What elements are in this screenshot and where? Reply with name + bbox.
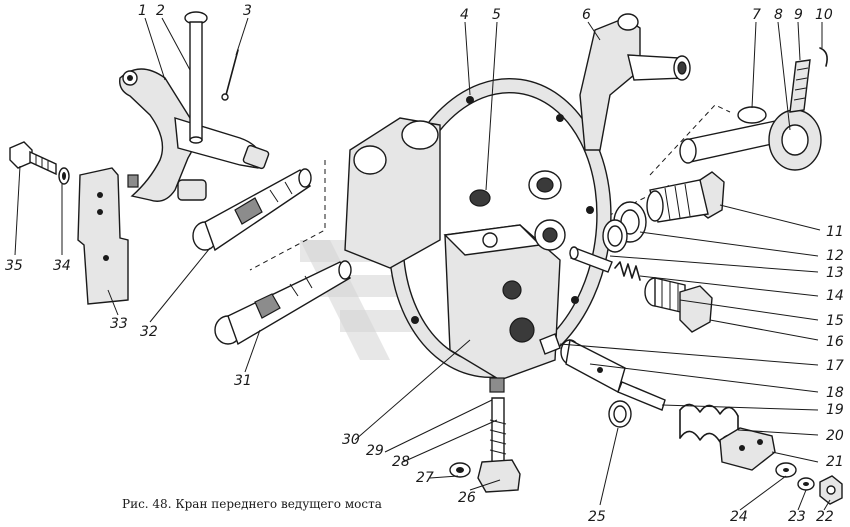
part-18-plunger bbox=[560, 338, 626, 394]
callout-23: 23 bbox=[788, 509, 806, 525]
part-8-eye bbox=[768, 109, 822, 171]
valve-housing bbox=[344, 117, 441, 269]
part-5-plug bbox=[469, 170, 566, 251]
part-7-ring bbox=[737, 106, 767, 124]
callout-25: 25 bbox=[588, 509, 606, 525]
callout-11: 11 bbox=[826, 224, 844, 240]
callout-6: 6 bbox=[582, 7, 591, 23]
callout-8: 8 bbox=[774, 7, 783, 23]
part-10-clip bbox=[819, 47, 828, 67]
callout-31: 31 bbox=[234, 373, 252, 389]
part-17-pin bbox=[539, 333, 561, 355]
part-15-plug bbox=[644, 277, 686, 314]
part-34-washer bbox=[58, 167, 70, 185]
callout-4: 4 bbox=[460, 7, 469, 23]
part-3-pin bbox=[221, 49, 239, 101]
callout-34: 34 bbox=[53, 258, 71, 274]
part-28-fitting bbox=[489, 397, 507, 471]
callout-14: 14 bbox=[826, 288, 844, 304]
part-27-washer bbox=[449, 462, 471, 478]
part-22-nut bbox=[819, 475, 843, 505]
part-30-valve-block bbox=[443, 224, 561, 393]
part-2-shaft bbox=[184, 11, 208, 144]
part-23-washer bbox=[797, 477, 815, 491]
part-25-o-ring bbox=[608, 400, 632, 428]
callout-12: 12 bbox=[826, 248, 844, 264]
callout-17: 17 bbox=[826, 358, 844, 374]
part-32-spool bbox=[192, 168, 312, 252]
part-14-spring bbox=[614, 261, 641, 281]
part-13-plunger bbox=[569, 246, 613, 273]
callout-10: 10 bbox=[815, 7, 833, 23]
callout-19: 19 bbox=[826, 402, 844, 418]
part-24-washer bbox=[775, 462, 797, 478]
callout-35: 35 bbox=[5, 258, 23, 274]
callout-22: 22 bbox=[816, 509, 834, 525]
callout-9: 9 bbox=[794, 7, 803, 23]
callout-29: 29 bbox=[366, 443, 384, 459]
part-35-bolt bbox=[9, 141, 57, 176]
part-33-bracket bbox=[77, 167, 139, 305]
part-11-banjo-bolt bbox=[646, 171, 725, 223]
callout-24: 24 bbox=[730, 509, 748, 525]
part-19-stem bbox=[617, 381, 666, 411]
callout-3: 3 bbox=[243, 3, 252, 19]
figure-caption: Рис. 48. Кран переднего ведущего моста bbox=[122, 497, 382, 511]
callout-1: 1 bbox=[138, 3, 147, 19]
part-21-plate bbox=[719, 427, 776, 471]
callout-5: 5 bbox=[492, 7, 501, 23]
callout-20: 20 bbox=[826, 428, 844, 444]
callout-7: 7 bbox=[752, 7, 761, 23]
leader-lines bbox=[14, 17, 831, 511]
callout-27: 27 bbox=[416, 470, 434, 486]
callout-21: 21 bbox=[826, 454, 844, 470]
part-26-hex-fitting bbox=[477, 459, 521, 493]
callout-15: 15 bbox=[826, 313, 844, 329]
part-12-rings bbox=[602, 201, 647, 253]
part-9-pin bbox=[789, 59, 811, 113]
callout-32: 32 bbox=[140, 324, 158, 340]
callout-28: 28 bbox=[392, 454, 410, 470]
part-31-spool bbox=[214, 260, 352, 346]
callout-18: 18 bbox=[826, 385, 844, 401]
callout-26: 26 bbox=[458, 490, 476, 506]
callout-33: 33 bbox=[110, 316, 128, 332]
callout-13: 13 bbox=[826, 265, 844, 281]
part-16-hex-head bbox=[679, 285, 713, 333]
callout-2: 2 bbox=[156, 3, 165, 19]
callouts: 1 2 3 4 5 6 7 8 9 10 11 12 13 14 15 16 1… bbox=[5, 3, 844, 525]
callout-30: 30 bbox=[342, 432, 360, 448]
part-6-lever bbox=[579, 13, 691, 151]
callout-16: 16 bbox=[826, 334, 844, 350]
